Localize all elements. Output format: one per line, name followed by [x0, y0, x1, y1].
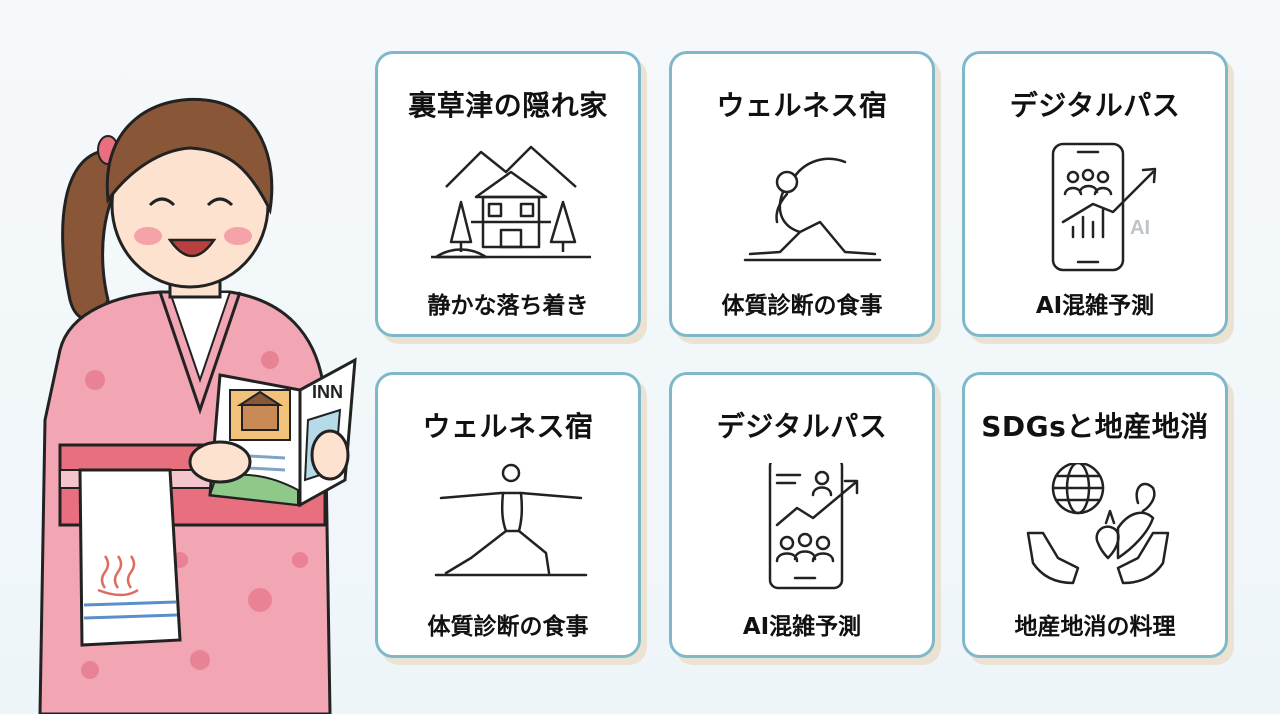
yoga-side-stretch-icon	[743, 157, 882, 262]
card-caption: AI混雑予測	[742, 614, 862, 640]
card-title: デジタルパス	[716, 410, 888, 443]
svg-text:AI: AI	[1130, 217, 1150, 239]
card-caption: 地産地消の料理	[1014, 614, 1176, 640]
mountain-inn-icon	[431, 145, 591, 259]
card-wellness-inn[interactable]: ウェルネス宿 体質診断の食事	[669, 51, 935, 337]
card-caption: 静かな落ち着き	[427, 293, 589, 319]
woman-kimono-illustration: INN	[38, 97, 357, 714]
smartphone-ai-chart-icon: AI	[1051, 142, 1157, 272]
card-caption: AI混雑予測	[1035, 293, 1155, 319]
smartphone-people-chart-icon	[768, 463, 859, 590]
card-title: 裏草津の隠れ家	[408, 89, 608, 122]
card-caption: 体質診断の食事	[721, 293, 883, 319]
card-title: ウェルネス宿	[422, 410, 594, 443]
card-sdgs-local[interactable]: SDGsと地産地消 地産地消の料理	[962, 372, 1228, 658]
card-digital-pass-2[interactable]: デジタルパス AI混雑予測	[669, 372, 935, 658]
card-digital-pass[interactable]: デジタルパス AI AI混雑予測	[962, 51, 1228, 337]
card-hidden-retreat[interactable]: 裏草津の隠れ家 静かな落ち着き	[375, 51, 641, 337]
card-title: ウェルネス宿	[716, 89, 888, 122]
globe-vegetables-hands-icon	[1026, 463, 1170, 585]
card-caption: 体質診断の食事	[427, 614, 589, 640]
card-wellness-inn-2[interactable]: ウェルネス宿 体質診断の食事	[375, 372, 641, 658]
yoga-warrior-pose-icon	[434, 463, 588, 577]
svg-text:INN: INN	[312, 382, 343, 402]
card-title: デジタルパス	[1009, 89, 1181, 122]
card-title: SDGsと地産地消	[981, 410, 1209, 443]
